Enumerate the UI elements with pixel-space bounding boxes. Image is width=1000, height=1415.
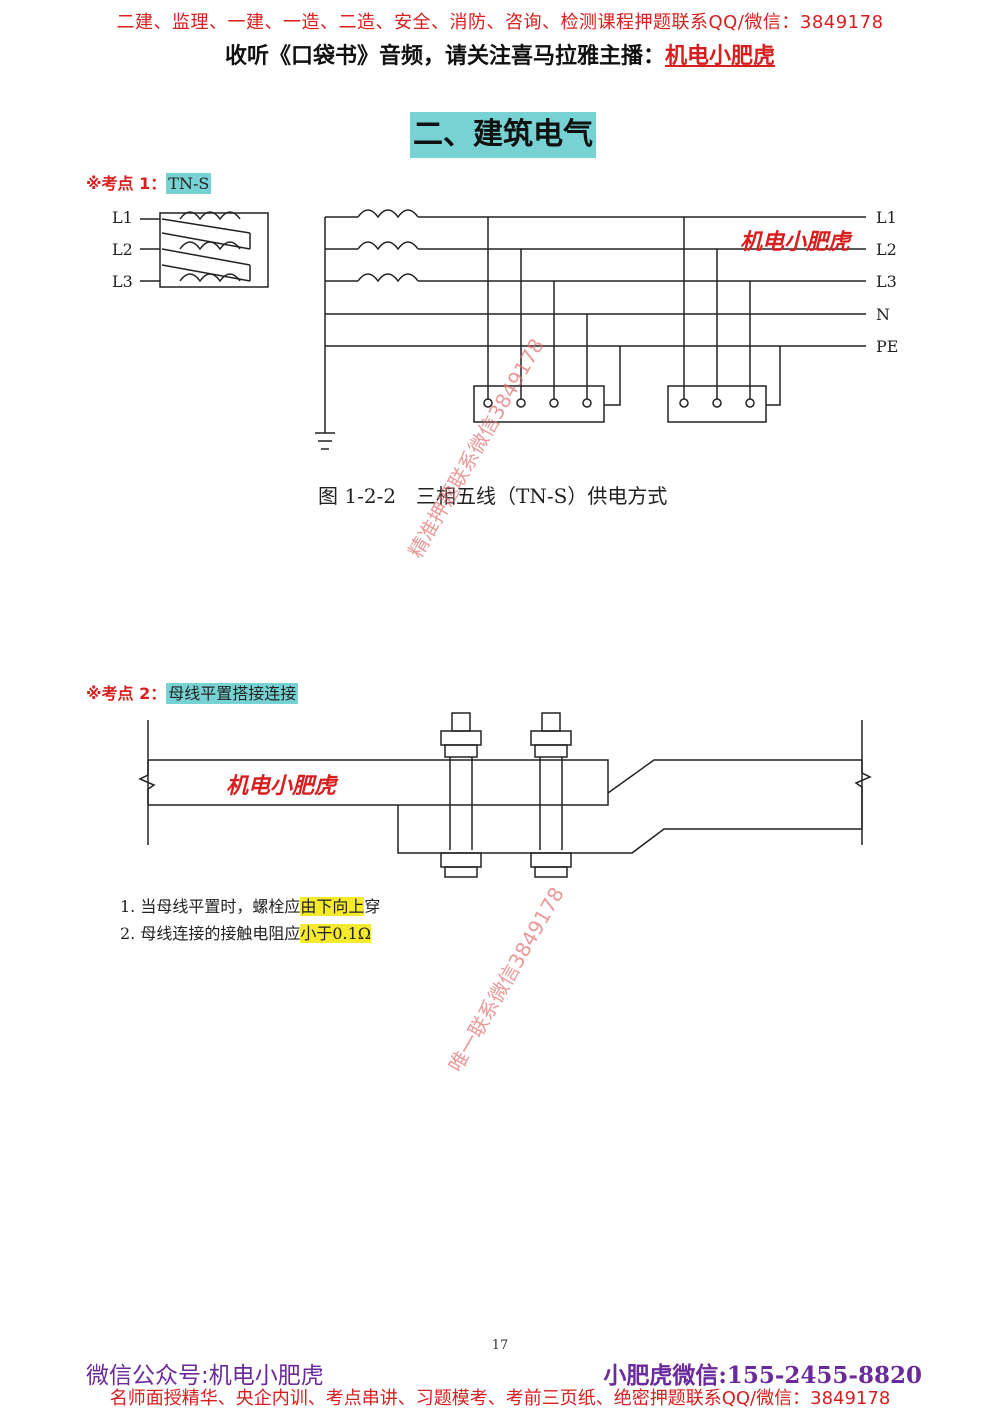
note-1-suffix: 穿 [364,897,381,916]
note-1: 1. 当母线平置时，螺栓应由下向上穿 [120,893,380,917]
note-2: 2. 母线连接的接触电阻应小于0.1Ω [120,920,372,944]
point2-heading: ※考点 2：母线平置搭接连接 [86,680,299,704]
bolt-2 [530,712,572,878]
note-2-text: 2. 母线连接的接触电阻应 [120,924,301,943]
label-right-PE: PE [876,337,898,356]
figure-caption: 图 1-2-2 三相五线（TN-S）供电方式 [318,484,668,508]
watermark-diagonal-2: 唯一联系微信3849178 [443,882,569,1076]
load-box-1 [473,385,605,423]
header-promo-line: 二建、监理、一建、一造、二造、安全、消防、咨询、检测课程押题联系QQ/微信：38… [116,12,884,33]
page-number: 17 [491,1338,509,1353]
note-1-highlight: 由下向上 [300,897,365,916]
note-2-highlight: 小于0.1Ω [300,924,372,943]
point1-label: ※考点 1： [86,174,167,193]
point1-heading: ※考点 1：TN-S [86,170,212,194]
label-left-L1: L1 [112,208,133,227]
tns-wiring-diagram: L1 L2 L3 L1 L2 L3 N PE [112,208,898,450]
footer-promo-line: 名师面授精华、央企内训、考点串讲、习题模考、考前三页纸、绝密押题联系QQ/微信：… [109,1388,891,1409]
point2-tag: 母线平置搭接连接 [166,683,299,704]
header-host-link[interactable]: 机电小肥虎 [665,44,776,69]
label-right-L2: L2 [876,240,897,259]
label-right-L3: L3 [876,272,897,291]
watermark-brand-2: 机电小肥虎 [226,774,337,799]
point2-label: ※考点 2： [86,684,167,703]
point1-tag: TN-S [166,173,212,194]
busbar-lap-joint-diagram [138,712,872,878]
label-right-L1: L1 [876,208,897,227]
note-1-text: 1. 当母线平置时，螺栓应 [120,897,301,916]
header-audio-line: 收听《口袋书》音频，请关注喜马拉雅主播：机电小肥虎 [0,38,1000,70]
label-right-N: N [876,305,890,324]
header-audio-prefix: 收听《口袋书》音频，请关注喜马拉雅主播： [224,44,665,69]
bolt-1 [440,712,482,878]
footer-wechat-contact: 小肥虎微信:155-2455-8820 [603,1362,922,1389]
watermark-brand-1: 机电小肥虎 [740,230,851,255]
label-left-L2: L2 [112,240,133,259]
section-title: 二、建筑电气 [410,112,596,158]
label-left-L3: L3 [112,272,133,291]
footer-wechat-account: 微信公众号:机电小肥虎 [86,1363,324,1389]
